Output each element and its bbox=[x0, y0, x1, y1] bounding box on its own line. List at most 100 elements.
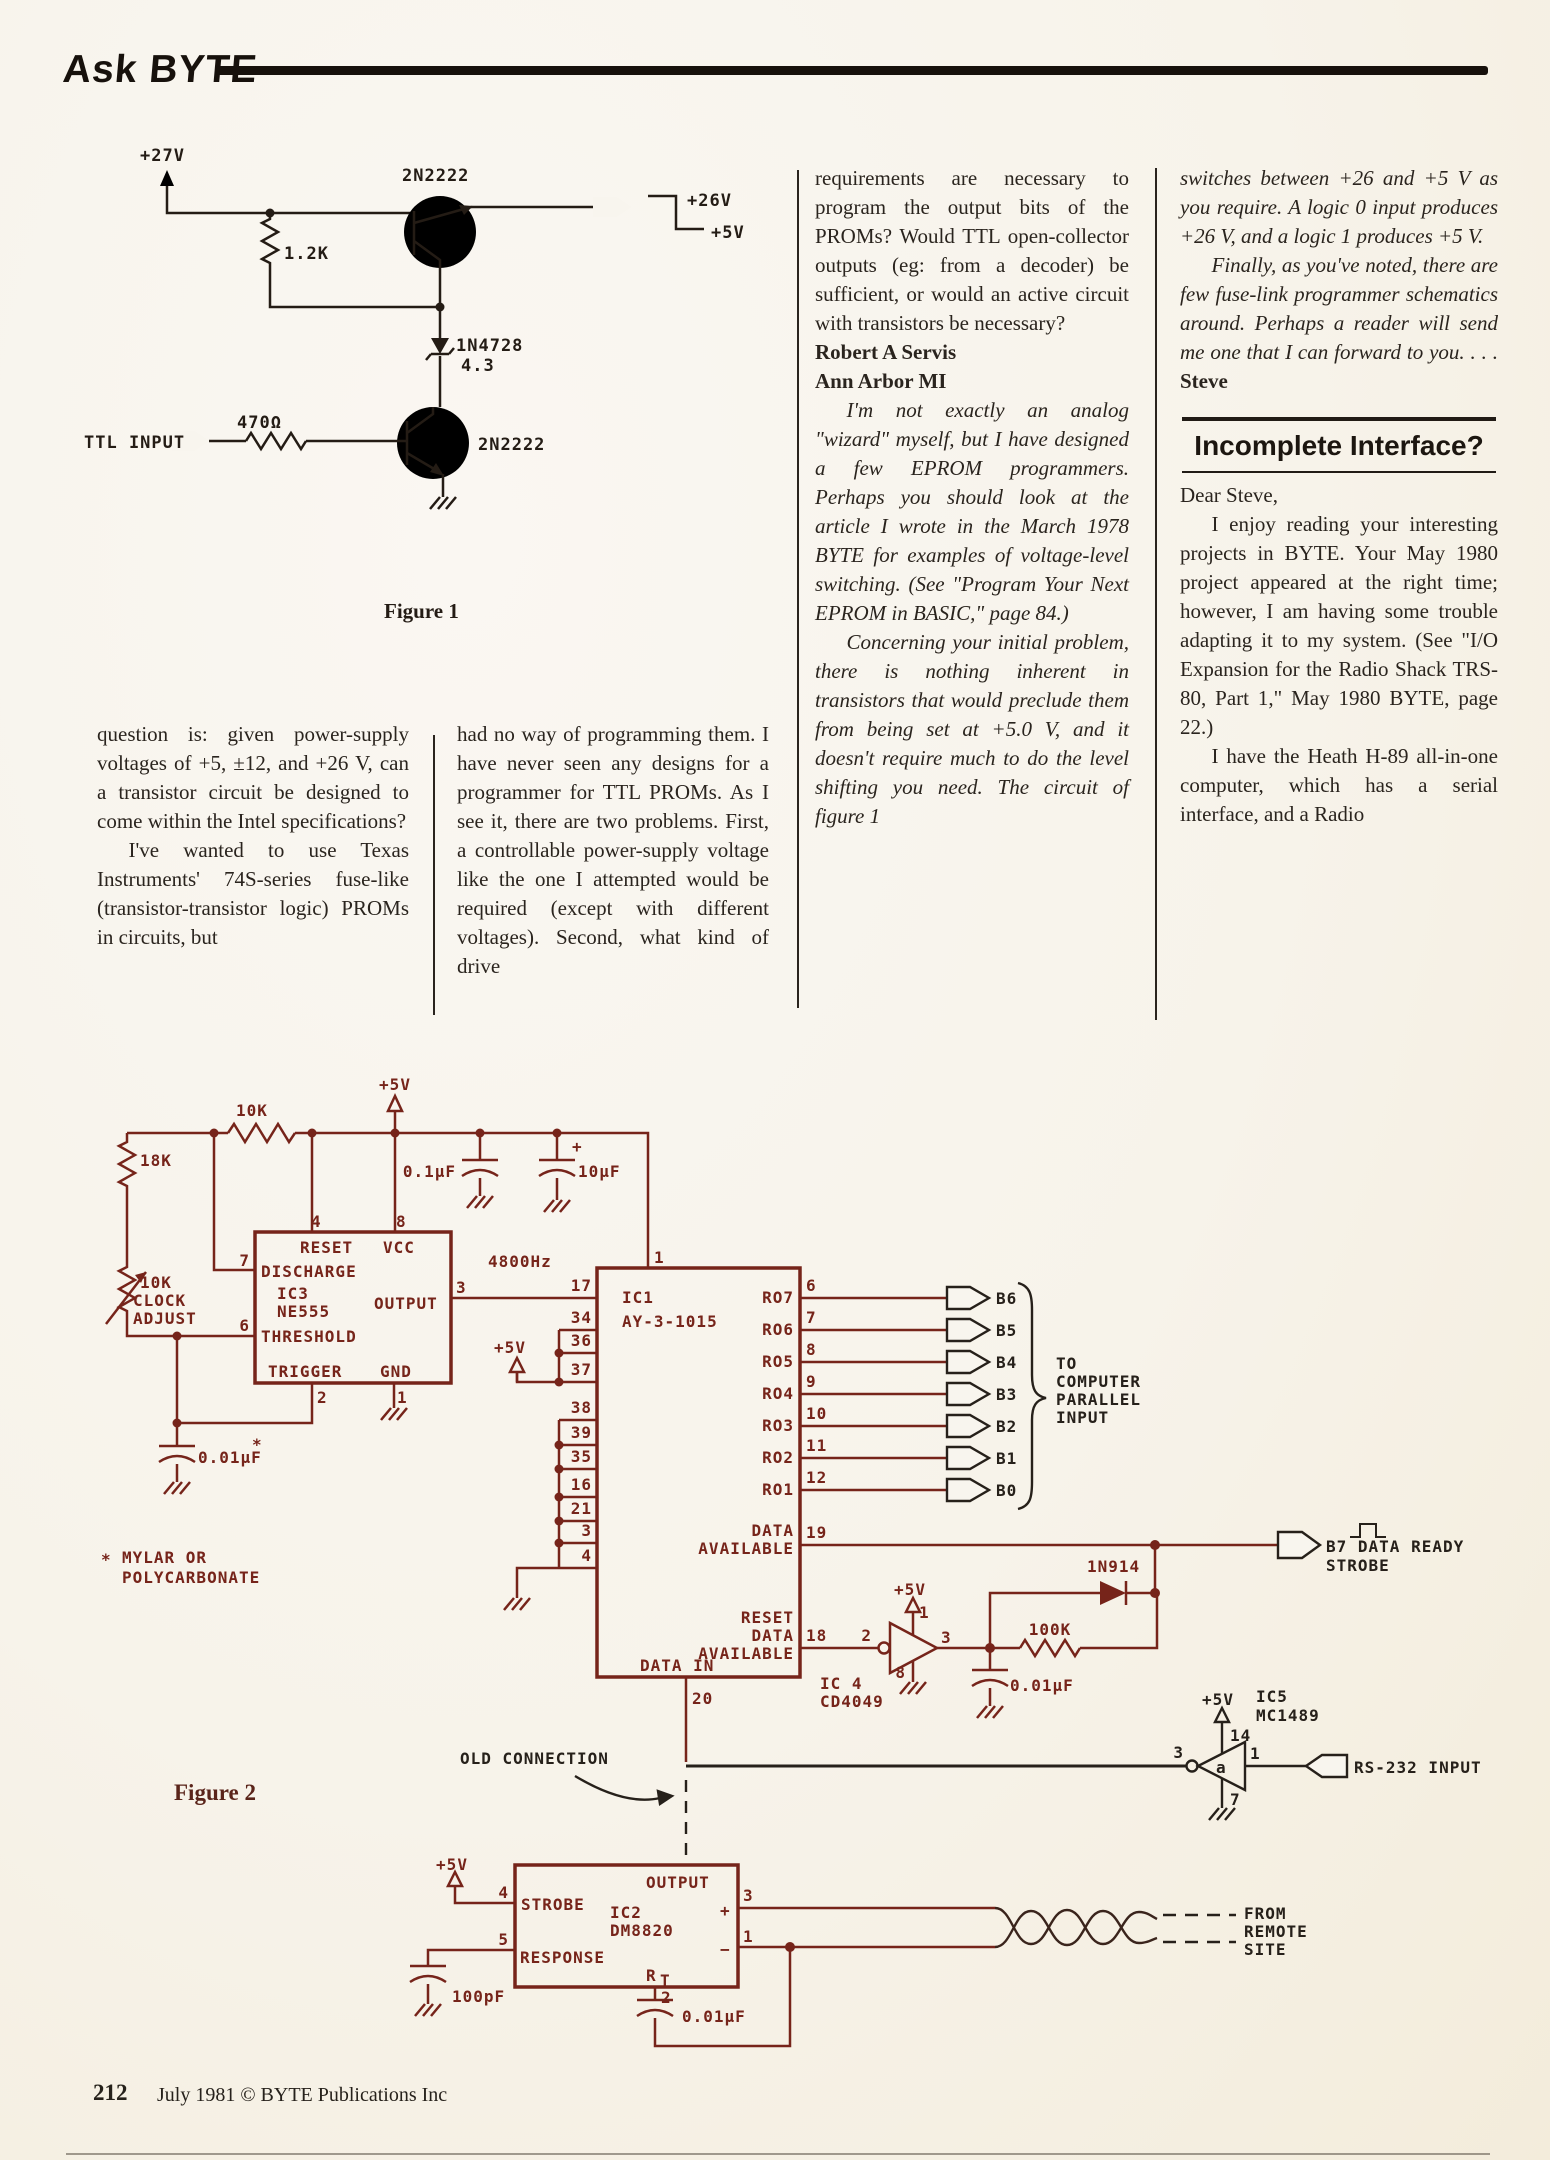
c10uf-plus: + bbox=[572, 1137, 583, 1156]
reply-author: Steve bbox=[1180, 369, 1228, 393]
ro6: RO6 bbox=[762, 1320, 794, 1339]
r18k-label: 18K bbox=[140, 1151, 172, 1170]
fig1-r2-label: 470Ω bbox=[237, 413, 282, 433]
pin17: 17 bbox=[571, 1276, 592, 1295]
footer-credit: July 1981 © BYTE Publications Inc bbox=[157, 2084, 448, 2106]
ic4-pin8: 8 bbox=[895, 1663, 906, 1682]
pin18: 18 bbox=[806, 1626, 827, 1645]
ro2: RO2 bbox=[762, 1448, 794, 1467]
trigger-cap-label: 0.01µF bbox=[198, 1448, 262, 1467]
pin2: 2 bbox=[317, 1388, 328, 1407]
ic2-part: DM8820 bbox=[610, 1921, 674, 1940]
ic5-part: MC1489 bbox=[1256, 1706, 1320, 1725]
ro1: RO1 bbox=[762, 1480, 794, 1499]
pin3: 3 bbox=[456, 1278, 467, 1297]
to-computer-4: INPUT bbox=[1056, 1408, 1109, 1427]
reply-text: Finally, as you've noted, there are few … bbox=[1180, 253, 1498, 364]
old-connection-label: OLD CONNECTION bbox=[460, 1749, 609, 1768]
rda-line3: AVAILABLE bbox=[698, 1644, 794, 1663]
ic3-threshold: THRESHOLD bbox=[261, 1327, 357, 1346]
pin10: 10 bbox=[806, 1404, 827, 1423]
ro7: RO7 bbox=[762, 1288, 794, 1307]
v5-ic2: +5V bbox=[436, 1855, 468, 1874]
ic2-output: OUTPUT bbox=[646, 1873, 710, 1892]
pin16: 16 bbox=[571, 1475, 592, 1494]
fig1-v26-label: +26V bbox=[687, 191, 732, 211]
ic5-pin7: 7 bbox=[1230, 1790, 1241, 1809]
ro4: RO4 bbox=[762, 1384, 794, 1403]
fig1-v27-label: +27V bbox=[140, 146, 185, 166]
fig1-r1-label: 1.2K bbox=[284, 244, 329, 264]
ic2-plus: + bbox=[720, 1901, 731, 1920]
ic1-part: AY-3-1015 bbox=[622, 1312, 718, 1331]
ic3-gnd: GND bbox=[380, 1362, 412, 1381]
column-divider-1 bbox=[433, 735, 435, 1015]
ic2-strobe: STROBE bbox=[521, 1895, 585, 1914]
letter-signature-name: Robert A Servis bbox=[815, 340, 957, 364]
pin4b: 4 bbox=[581, 1546, 592, 1565]
fig2-wires bbox=[105, 1093, 1278, 2048]
mylar-note-1: MYLAR OR bbox=[122, 1548, 207, 1567]
figure1-caption: Figure 1 bbox=[384, 599, 459, 623]
b4-label: B4 bbox=[996, 1353, 1017, 1372]
mylar-star: * bbox=[101, 1550, 112, 1569]
pin38: 38 bbox=[571, 1398, 592, 1417]
c100pf-label: 100pF bbox=[452, 1987, 505, 2006]
ic3-reset: RESET bbox=[300, 1238, 353, 1257]
from-remote-1: FROM bbox=[1244, 1904, 1287, 1923]
pot-value: 10K bbox=[140, 1273, 172, 1292]
ic3-output: OUTPUT bbox=[374, 1294, 438, 1313]
pin3b: 3 bbox=[581, 1521, 592, 1540]
to-computer-3: PARALLEL bbox=[1056, 1390, 1141, 1409]
b6-label: B6 bbox=[996, 1289, 1017, 1308]
v5-rail: +5V bbox=[379, 1075, 411, 1094]
page-number: 212 bbox=[93, 2080, 128, 2105]
da-line2: AVAILABLE bbox=[698, 1539, 794, 1558]
b0-label: B0 bbox=[996, 1481, 1017, 1500]
b3-label: B3 bbox=[996, 1385, 1017, 1404]
r10k-label: 10K bbox=[236, 1101, 268, 1120]
ic4-pin3: 3 bbox=[941, 1628, 952, 1647]
ic2-rt: R bbox=[646, 1966, 657, 1985]
pin8: 8 bbox=[396, 1212, 407, 1231]
data-in-label: DATA IN bbox=[640, 1656, 714, 1675]
reply-paragraph: Concerning your initial problem, there i… bbox=[815, 630, 1129, 828]
paragraph: I enjoy reading your interesting project… bbox=[1180, 512, 1498, 739]
ic4-pin2: 2 bbox=[861, 1626, 872, 1645]
b2-label: B2 bbox=[996, 1417, 1017, 1436]
ic2-pin1: 1 bbox=[743, 1927, 754, 1946]
ic4-name: IC 4 bbox=[820, 1674, 863, 1693]
ic3-discharge: DISCHARGE bbox=[261, 1262, 357, 1281]
c01uf-label: 0.1µF bbox=[403, 1162, 456, 1181]
pin7b: 7 bbox=[806, 1308, 817, 1327]
ic2-rt-sub: T bbox=[660, 1971, 671, 1990]
figure1-schematic: +27V 2N2222 1.2K +26V +5V 1N4728 4.3 TTL… bbox=[84, 146, 744, 510]
section-heading: Incomplete Interface? bbox=[1194, 430, 1484, 461]
paragraph: I have the Heath H-89 all-in-one compute… bbox=[1180, 744, 1498, 826]
from-remote-3: SITE bbox=[1244, 1940, 1287, 1959]
to-computer-1: TO bbox=[1056, 1354, 1077, 1373]
ic5-name: IC5 bbox=[1256, 1687, 1288, 1706]
fig2-black-labels: B6 B5 B4 B3 B2 B1 B0 TO COMPUTER PARALLE… bbox=[460, 1289, 1481, 1959]
rda-line2: DATA bbox=[751, 1626, 794, 1645]
b5-label: B5 bbox=[996, 1321, 1017, 1340]
ic1-name: IC1 bbox=[622, 1288, 654, 1307]
pot-clock: CLOCK bbox=[133, 1291, 186, 1310]
diode-label: 1N914 bbox=[1087, 1557, 1140, 1576]
r100k-label: 100K bbox=[1029, 1620, 1072, 1639]
fig1-q2-label: 2N2222 bbox=[478, 435, 545, 455]
da-line1: DATA bbox=[751, 1521, 794, 1540]
letter-signature-city: Ann Arbor MI bbox=[815, 369, 947, 393]
figure2-schematic: 18K 10K 10K CLOCK ADJUST +5V 0.1µF + 10µ… bbox=[101, 1075, 1481, 2048]
fig2-labels: 18K 10K 10K CLOCK ADJUST +5V 0.1µF + 10µ… bbox=[101, 1075, 1140, 2026]
b7-label: B7 DATA READY bbox=[1326, 1537, 1464, 1556]
ic2-minus: − bbox=[720, 1940, 731, 1959]
reply-paragraph: I'm not exactly an analog "wizard" mysel… bbox=[815, 398, 1129, 625]
to-computer-2: COMPUTER bbox=[1056, 1372, 1141, 1391]
v5-ic5: +5V bbox=[1202, 1690, 1234, 1709]
pin9: 9 bbox=[806, 1372, 817, 1391]
pin11: 11 bbox=[806, 1436, 827, 1455]
v5-ic4: +5V bbox=[894, 1580, 926, 1599]
ic5-pin14: 14 bbox=[1230, 1726, 1251, 1745]
